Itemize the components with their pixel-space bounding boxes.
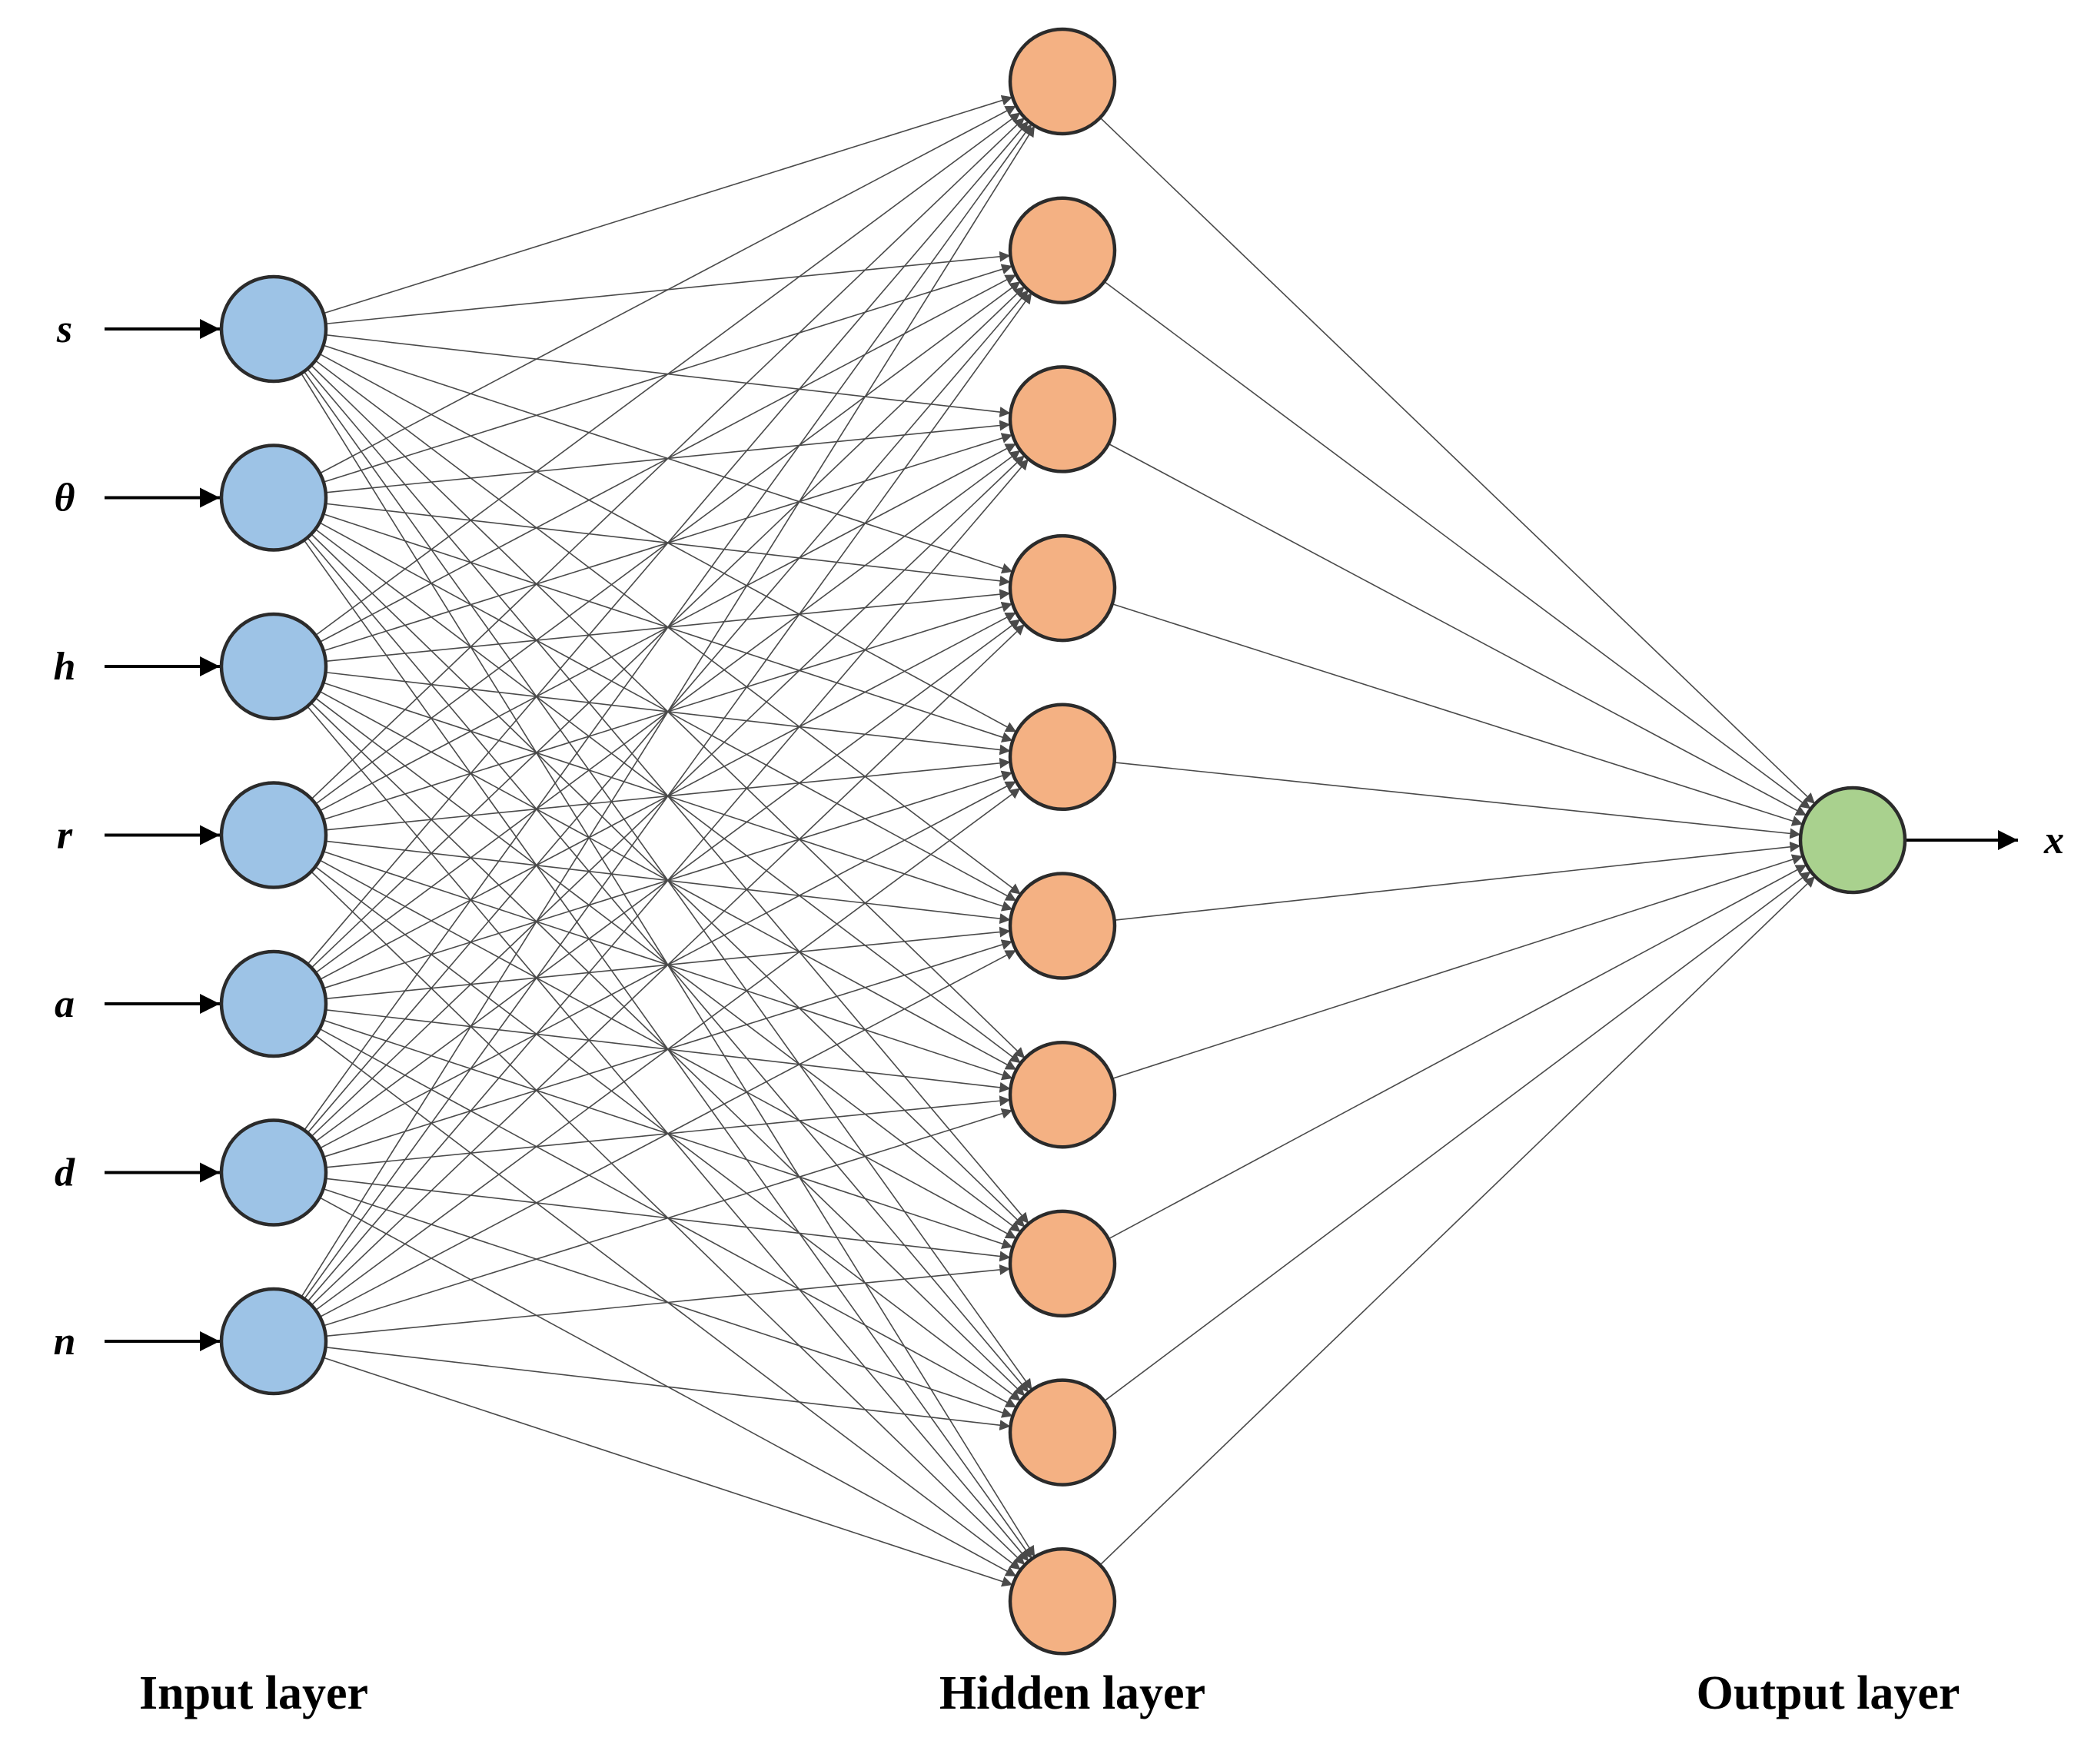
edge-input-7-hidden-8 xyxy=(325,1264,1011,1337)
input-variable-label-7: n xyxy=(54,1320,76,1364)
input-neuron-7 xyxy=(219,1287,328,1396)
output-neuron xyxy=(1798,786,1907,895)
input-variable-label-6: d xyxy=(55,1151,75,1195)
hidden-neuron-1 xyxy=(1008,27,1117,136)
edge-input-7-hidden-6 xyxy=(319,949,1017,1318)
hidden-neuron-5 xyxy=(1008,703,1117,812)
edge-input-7-hidden-2 xyxy=(304,292,1032,1300)
edge-hidden-6-output xyxy=(1114,841,1801,921)
edge-hidden-7-output xyxy=(1112,854,1803,1080)
hidden-neuron-4 xyxy=(1008,533,1117,643)
edge-hidden-9-output xyxy=(1103,871,1812,1402)
hidden-neuron-3 xyxy=(1008,365,1117,473)
input-neuron-3 xyxy=(219,612,328,721)
edge-input-7-hidden-1 xyxy=(301,125,1036,1297)
edge-input-7-hidden-3 xyxy=(307,458,1029,1302)
input-neuron-4 xyxy=(219,781,328,889)
output-variable-label: x xyxy=(2043,819,2064,862)
input-variable-labels: s θ h r a d n xyxy=(54,307,76,1364)
hidden-neuron-6 xyxy=(1008,872,1117,980)
hidden-layer-label: Hidden layer xyxy=(939,1667,1205,1719)
neurons xyxy=(219,27,1907,1656)
edge-input-6-hidden-1 xyxy=(304,123,1032,1131)
hidden-neuron-8 xyxy=(1008,1209,1117,1318)
edge-input-7-hidden-10 xyxy=(323,1357,1013,1587)
edge-input-7-hidden-5 xyxy=(315,787,1021,1311)
input-layer-label: Input layer xyxy=(139,1667,368,1719)
edge-input-7-hidden-4 xyxy=(311,623,1026,1306)
edge-hidden-4-output xyxy=(1112,603,1803,826)
edge-input-5-hidden-1 xyxy=(307,121,1029,965)
edge-hidden-8-output xyxy=(1108,864,1807,1240)
connection-lines xyxy=(301,95,1816,1587)
hidden-neuron-2 xyxy=(1008,196,1117,304)
hidden-neuron-10 xyxy=(1008,1547,1117,1656)
input-variable-label-4: r xyxy=(57,814,73,858)
edge-input-7-hidden-7 xyxy=(323,1108,1013,1327)
hidden-neuron-7 xyxy=(1008,1040,1117,1149)
input-neuron-5 xyxy=(219,949,328,1058)
input-neuron-6 xyxy=(219,1118,328,1227)
hidden-neuron-9 xyxy=(1008,1378,1117,1487)
edge-input-2-hidden-1 xyxy=(319,105,1017,474)
input-variable-label-1: s xyxy=(56,307,72,351)
edge-input-3-hidden-1 xyxy=(315,111,1021,636)
edge-hidden-10-output xyxy=(1099,875,1816,1566)
edge-hidden-2-output xyxy=(1104,281,1811,809)
input-variable-label-5: a xyxy=(55,982,75,1026)
edge-input-1-hidden-1 xyxy=(323,95,1013,314)
edge-input-4-hidden-1 xyxy=(311,117,1026,800)
edge-input-7-hidden-9 xyxy=(325,1347,1011,1431)
edge-hidden-3-output xyxy=(1108,443,1807,816)
output-layer-label: Output layer xyxy=(1697,1667,1960,1719)
io-arrows xyxy=(105,319,2018,1351)
input-neuron-1 xyxy=(219,274,328,384)
input-variable-label-3: h xyxy=(54,645,76,689)
edge-hidden-1-output xyxy=(1099,117,1816,805)
input-variable-label-2: θ xyxy=(55,477,75,520)
input-neuron-2 xyxy=(219,443,328,552)
edge-hidden-5-output xyxy=(1114,762,1801,839)
